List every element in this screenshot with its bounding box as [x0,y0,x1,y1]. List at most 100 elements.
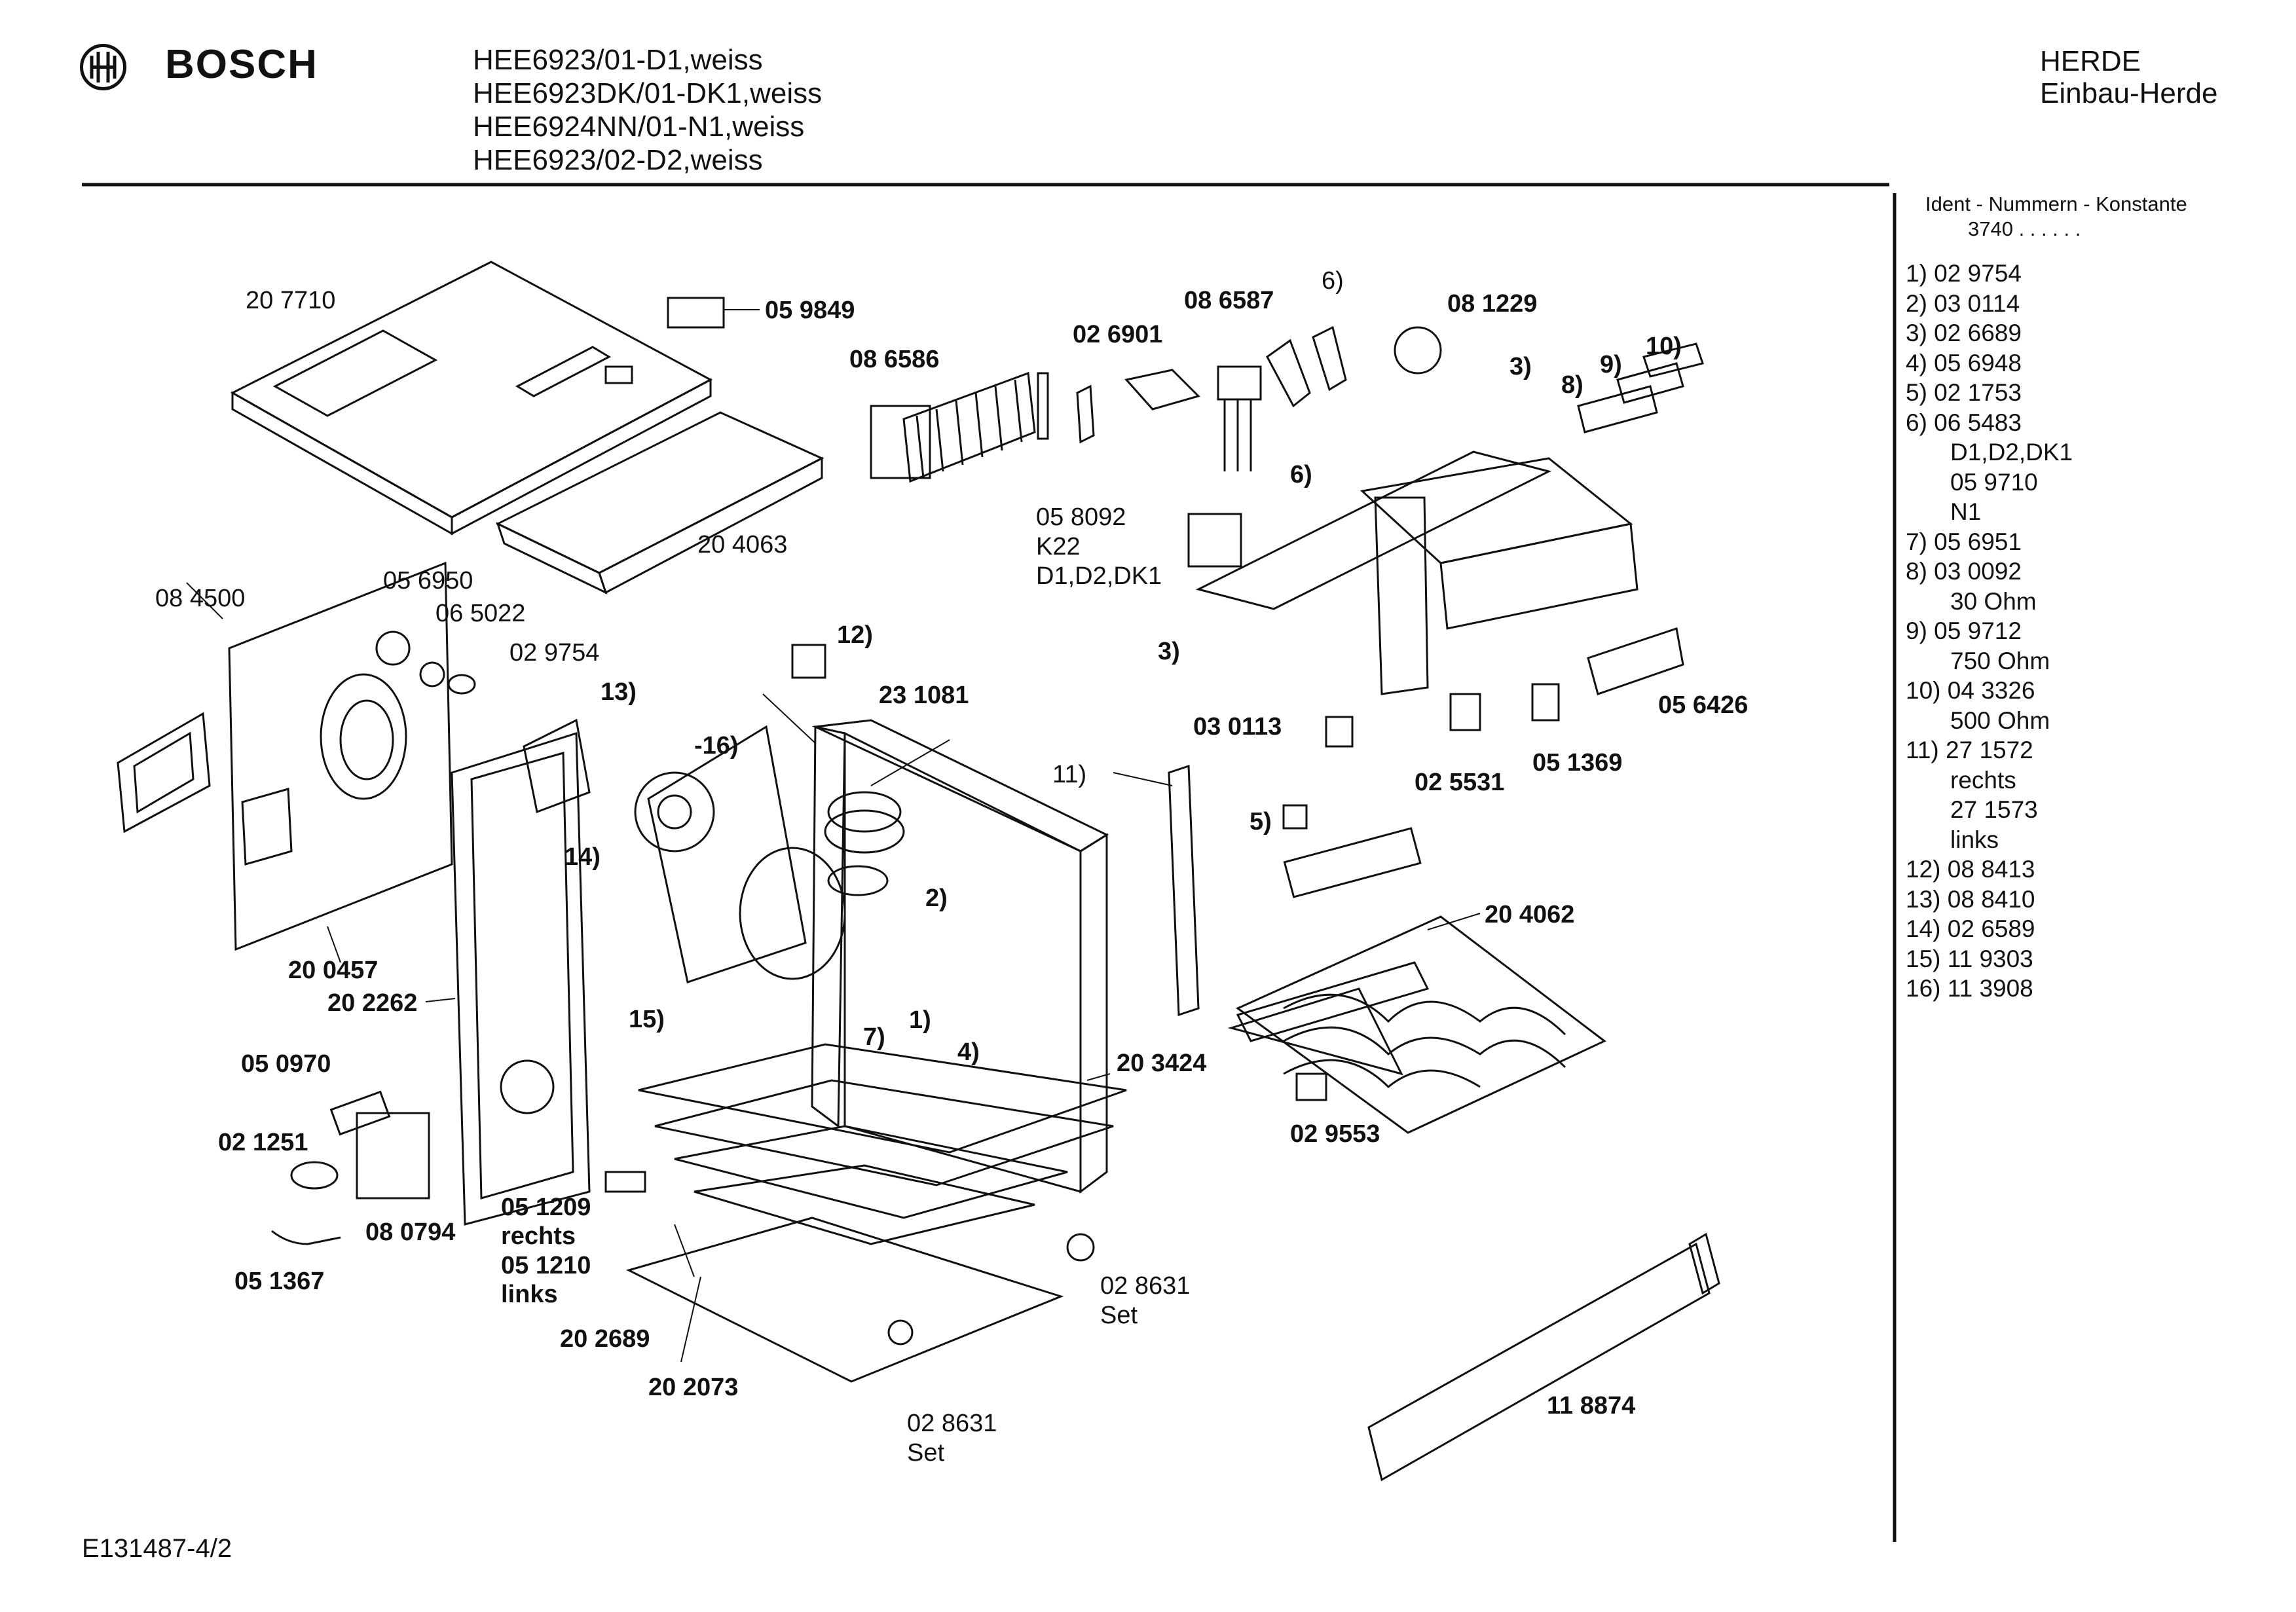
part-control-housing [1195,450,1639,695]
part-top-cover [230,261,713,536]
list-item: 5) 02 1753 [1906,379,2022,406]
part-plug-050970 [329,1090,391,1136]
list-item: 16) 11 3908 [1906,975,2033,1002]
label-086586: 08 6586 [849,346,940,373]
label-202689: 20 2689 [560,1325,650,1353]
list-item: 13) 08 8410 [1906,885,2035,913]
label-028631-b: 02 8631 [907,1410,997,1437]
part-side-panel [228,561,453,951]
label-056426: 05 6426 [1658,691,1749,719]
label-202262: 20 2262 [327,989,418,1017]
part-board-080794 [356,1112,430,1200]
drawing-code: E131487-4/2 [82,1534,232,1563]
label-1: 1) [909,1006,931,1034]
part-convection-fan [523,718,715,852]
label-065022: 06 5022 [435,600,526,627]
part-switch-051369 [1531,683,1560,722]
label-200457: 20 0457 [288,957,379,984]
label-4: 4) [957,1038,980,1066]
bosch-armature-icon [80,44,126,90]
list-item: 11) 27 1572 [1906,737,2033,763]
list-item: 6) 06 5483 [1906,409,2022,436]
label-030113: 03 0113 [1193,713,1282,741]
label-set-b: Set [907,1439,945,1467]
part-vent-grille [117,712,211,833]
part-switch-088413 [791,644,826,679]
list-item: 2) 03 0114 [1906,289,2020,317]
part-switch-029553 [1295,1072,1327,1101]
list-item: links [1950,826,1999,853]
label-026901: 02 6901 [1073,321,1163,348]
label-set-a: Set [1100,1302,1138,1329]
label-links: links [501,1281,558,1308]
part-switch-025531 [1449,693,1481,731]
part-door-glass [625,1079,1114,1383]
list-item: N1 [1950,498,1982,525]
list-item: D1,D2,DK1 [1950,439,2073,466]
list-item: 15) 11 9303 [1906,945,2033,972]
part-door-frame [451,731,591,1226]
label-15: 15) [629,1006,665,1033]
label-207710: 20 7710 [246,287,336,314]
label-14: 14) [565,843,601,871]
part-side-rail [1168,764,1200,1017]
label-12: 12) [837,621,873,649]
label-K22: K22 [1036,533,1081,560]
label-d1d2dk1: D1,D2,DK1 [1036,562,1162,590]
part-lamp-holder-021251 [290,1161,339,1190]
list-item: 30 Ohm [1950,587,2037,615]
model-line-2: HEE6923DK/01-DK1,weiss [473,77,823,109]
list-item: 8) 03 0092 [1906,558,2022,585]
part-oven-cavity [739,719,1109,1194]
label-059849: 05 9849 [765,297,855,324]
brand-name: BOSCH [165,42,318,87]
list-item: 27 1573 [1950,796,2038,823]
label-3-a: 3) [1509,353,1532,380]
part-lamp-065022 [419,661,445,687]
part-cross-flow-fan [870,371,1049,483]
label-6-bottom: 6) [1290,461,1312,488]
list-item: 1) 02 9754 [1906,260,2022,287]
list-item: 750 Ohm [1950,647,2050,674]
list-item: 7) 05 6951 [1906,528,2022,555]
label-204063: 20 4063 [697,531,788,559]
list-item: 05 9710 [1950,468,2038,496]
list-item: 10) 04 3326 [1906,677,2035,704]
label-8: 8) [1561,371,1583,399]
sidebar-constant: 3740 . . . . . . [1968,217,2081,240]
part-hinge-028631a [1066,1233,1095,1262]
part-bottom-heater [1227,915,1606,1134]
label-051209: 05 1209 [501,1194,591,1221]
brand-logo [79,43,128,92]
label-051367: 05 1367 [234,1268,325,1295]
part-rear-panel [647,725,807,983]
label-6-top: 6) [1322,267,1344,295]
part-switch-059849 [604,297,725,384]
sidebar-parts-list: 1) 02 9754 2) 03 0114 3) 02 6689 4) 05 6… [1906,259,2073,1004]
model-line-4: HEE6923/02-D2,weiss [473,144,763,176]
label-10: 10) [1646,333,1682,360]
part-hinge-028631b [887,1319,914,1346]
list-item: 12) 08 8413 [1906,856,2035,883]
label-11: 11) [1052,761,1087,788]
model-line-1: HEE6923/01-D1,weiss [473,44,763,76]
label-7: 7) [863,1023,885,1051]
label-081229: 08 1229 [1447,290,1538,318]
part-cable-051367 [271,1230,341,1245]
part-switch-030113 [1325,716,1354,748]
model-line-3: HEE6924NN/01-N1,weiss [473,111,805,143]
part-bulb-029754 [447,674,476,695]
part-switch-056426 [1587,627,1684,695]
label-231081: 23 1081 [879,682,969,709]
label-029754: 02 9754 [509,639,600,667]
label-202073: 20 2073 [648,1374,739,1401]
label-2: 2) [925,885,948,912]
part-lamp-056950 [375,631,411,666]
label-029553: 02 9553 [1290,1120,1380,1148]
list-item: 14) 02 6589 [1906,915,2035,942]
label-086587: 08 6587 [1184,287,1274,314]
part-timer-081229 [1394,326,1442,375]
label-3-b: 3) [1158,638,1180,665]
label-rechts: rechts [501,1222,576,1250]
